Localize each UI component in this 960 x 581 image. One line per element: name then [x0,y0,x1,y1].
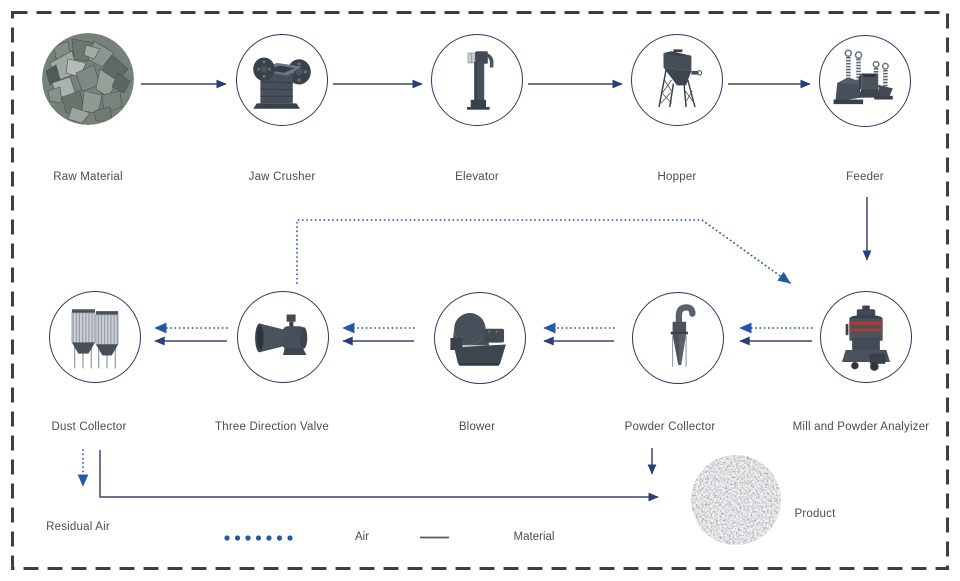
material-line-dust-collector-to-product [99,450,659,502]
mill-label: Mill and Powder Analyizer [792,421,930,433]
residual-air-label: Residual Air [46,521,110,533]
dust-collector-node [49,291,141,383]
powder-texture-photo [691,455,781,545]
hopper-node [631,34,723,126]
jaw-crusher-node [236,34,328,126]
hopper-bin-icon [658,49,703,108]
mill-node [820,291,912,383]
raw-material-node [42,33,134,125]
air-path-valve-to-mill [296,219,791,284]
three-direction-valve-icon [255,314,308,355]
legend-air-label: Air [354,531,370,543]
jaw-crusher-label: Jaw Crusher [248,171,316,183]
feeder-node [819,35,911,127]
hopper-label: Hopper [657,171,697,183]
product-label: Product [794,508,836,520]
jaw-crusher-icon [253,57,311,109]
elevator-node [431,34,523,126]
vibrating-feeder-icon [833,49,893,105]
feeder-label: Feeder [846,171,884,183]
blower-node [434,292,526,384]
blower-label: Blower [458,421,496,433]
blower-icon [450,313,506,366]
three-direction-valve-label: Three Direction Valve [215,421,329,433]
legend-material-label: Material [513,531,555,543]
dust-collector-label: Dust Collector [51,421,127,433]
elevator-label: Elevator [455,171,499,183]
dashed-frame-border [11,11,949,570]
bucket-elevator-icon [467,51,494,110]
grinding-mill-icon [841,305,891,371]
raw-material-label: Raw Material [53,171,123,183]
powder-collector-label: Powder Collector [624,421,716,433]
powder-collector-node [632,292,724,384]
dust-collector-icon [71,309,119,369]
product-node [691,455,781,545]
legend-air-dotted-sample [224,535,293,541]
raw-rocks-photo [42,33,134,125]
three-direction-valve-node [237,291,329,383]
cyclone-powder-collector-icon [670,304,696,367]
